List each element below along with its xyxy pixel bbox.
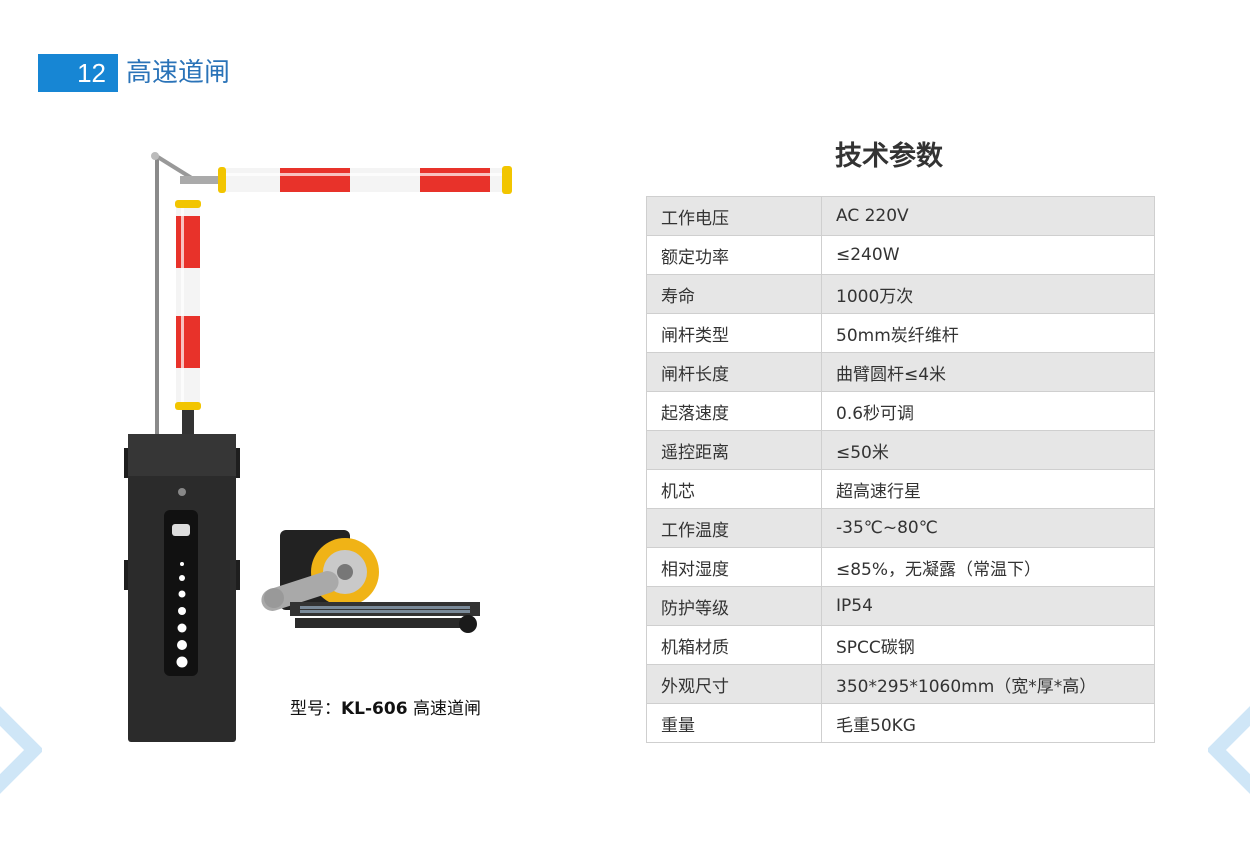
spec-label: 工作温度 xyxy=(646,508,822,548)
spec-value: 曲臂圆杆≤4米 xyxy=(821,352,1155,392)
spec-value: 超高速行星 xyxy=(821,469,1155,509)
spec-label: 额定功率 xyxy=(646,235,822,275)
table-row: 额定功率≤240W xyxy=(646,235,1155,275)
spec-label: 闸杆类型 xyxy=(646,313,822,353)
motor-mechanism xyxy=(261,530,480,633)
spec-label: 重量 xyxy=(646,703,822,743)
spec-label: 起落速度 xyxy=(646,391,822,431)
spec-label: 工作电压 xyxy=(646,196,822,236)
section-title: 高速道闸 xyxy=(126,58,231,88)
spec-value: AC 220V xyxy=(821,196,1155,236)
table-row: 相对湿度≤85%，无凝露（常温下） xyxy=(646,547,1155,587)
spec-label: 闸杆长度 xyxy=(646,352,822,392)
chevron-left-icon xyxy=(1208,706,1250,794)
section-number: 12 xyxy=(38,54,118,92)
spec-value: 1000万次 xyxy=(821,274,1155,314)
spec-label: 防护等级 xyxy=(646,586,822,626)
chevron-right-icon xyxy=(0,706,42,794)
barrier-gate-illustration xyxy=(124,152,512,742)
spec-value: ≤50米 xyxy=(821,430,1155,470)
spec-value: -35℃~80℃ xyxy=(821,508,1155,548)
spec-label: 相对湿度 xyxy=(646,547,822,587)
spec-value: ≤85%，无凝露（常温下） xyxy=(821,547,1155,587)
spec-label: 机箱材质 xyxy=(646,625,822,665)
table-row: 工作温度-35℃~80℃ xyxy=(646,508,1155,548)
spec-title: 技术参数 xyxy=(835,141,943,172)
product-caption: 型号：KL-606 高速道闸 xyxy=(290,699,481,719)
horizontal-boom xyxy=(180,166,512,194)
gate-cabinet xyxy=(124,434,240,742)
spec-label: 外观尺寸 xyxy=(646,664,822,704)
spec-value: SPCC碳钢 xyxy=(821,625,1155,665)
table-row: 重量毛重50KG xyxy=(646,703,1155,743)
spec-value: 50mm炭纤维杆 xyxy=(821,313,1155,353)
spec-value: 0.6秒可调 xyxy=(821,391,1155,431)
table-row: 闸杆长度曲臂圆杆≤4米 xyxy=(646,352,1155,392)
spec-value: ≤240W xyxy=(821,235,1155,275)
spec-label: 遥控距离 xyxy=(646,430,822,470)
spec-value: IP54 xyxy=(821,586,1155,626)
vertical-boom xyxy=(175,200,201,436)
table-row: 机芯超高速行星 xyxy=(646,469,1155,509)
spec-label: 机芯 xyxy=(646,469,822,509)
table-row: 遥控距离≤50米 xyxy=(646,430,1155,470)
spec-value: 毛重50KG xyxy=(821,703,1155,743)
spec-label: 寿命 xyxy=(646,274,822,314)
spec-value: 350*295*1060mm（宽*厚*高） xyxy=(821,664,1155,704)
